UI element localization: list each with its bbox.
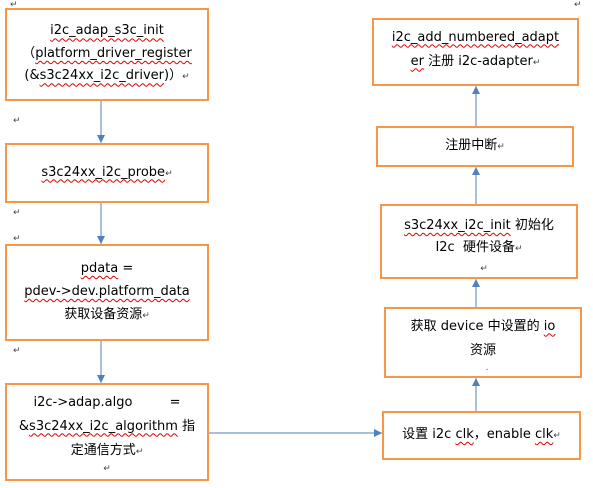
paragraph-mark: ↵	[13, 208, 21, 218]
box-i2c-add-numbered-adapter: i2c_add_numbered_adapt er 注册 i2c-adapter…	[372, 18, 579, 86]
argument: s3c24xx_i2c_driver	[39, 68, 164, 84]
description: 初始化	[510, 218, 554, 233]
description: 注册 i2c-adapter	[423, 53, 533, 69]
clk-word: clk	[455, 427, 474, 442]
description: 指	[177, 418, 196, 434]
expression: pdev->dev.platform_data	[24, 284, 190, 299]
paragraph-mark: ↵	[165, 168, 173, 179]
description: 资源	[469, 342, 496, 358]
paren: (&	[24, 68, 40, 84]
description: I2c 硬件设备	[435, 240, 515, 255]
description: 设置 i2c	[402, 427, 456, 442]
paragraph-mark: ↵	[103, 464, 111, 474]
box-platform-data: pdata = pdev->dev.platform_data 获取设备资源↵	[5, 244, 209, 341]
description: 定通信方式	[70, 442, 136, 458]
paragraph-mark: ↵	[13, 346, 21, 356]
box-line: pdev->dev.platform_data	[24, 280, 190, 303]
paragraph-mark: ↵	[182, 72, 190, 83]
paragraph-mark: ↵	[514, 244, 523, 254]
box-line: s3c24xx_i2c_init 初始化	[404, 215, 554, 237]
paren: )）	[164, 68, 183, 84]
description: ，enable	[473, 427, 535, 442]
function-name: s3c24xx_i2c_init	[404, 218, 511, 233]
box-line: &s3c24xx_i2c_algorithm 指	[19, 415, 195, 439]
function-name-tail: er	[410, 53, 424, 69]
paragraph-mark: ↵	[574, 0, 582, 10]
trailing-dot: .	[485, 363, 489, 373]
function-name: i2c_adap_s3c_init	[50, 23, 164, 39]
description: 获取 device 中设置的	[410, 318, 544, 334]
box-line: 定通信方式↵	[71, 439, 144, 464]
box-line: s3c24xx_i2c_probe↵	[41, 162, 172, 185]
box-line: i2c->adap.algo =	[33, 391, 180, 415]
assignment: i2c->adap.algo =	[33, 394, 181, 410]
box-line: i2c_adap_s3c_init	[50, 20, 164, 43]
box-line: 设置 i2c clk，enable clk↵	[402, 424, 561, 447]
box-s3c24xx-i2c-probe: s3c24xx_i2c_probe↵	[5, 143, 209, 203]
algorithm-name: s3c24xx_i2c_algorithm	[29, 418, 178, 434]
box-line: （platform_driver_register	[22, 43, 192, 66]
paragraph-mark: ↵	[553, 431, 561, 441]
paragraph-mark: ↵	[13, 234, 21, 244]
box-line: 获取设备资源↵	[64, 303, 150, 328]
function-name: s3c24xx_i2c_probe	[41, 164, 166, 180]
box-i2c-adap-s3c-init: i2c_adap_s3c_init （platform_driver_regis…	[5, 8, 209, 101]
box-line: 注册中断↵	[445, 135, 505, 158]
io-word: io	[543, 318, 556, 334]
function-name: i2c_add_numbered_adapt	[391, 29, 560, 45]
function-call: platform_driver_register	[35, 45, 192, 61]
paragraph-mark: ↵	[13, 116, 21, 126]
paragraph-mark: ↵	[135, 446, 144, 457]
equals-sign: =	[118, 261, 134, 276]
box-line: (&s3c24xx_i2c_driver)）↵	[24, 65, 189, 89]
box-line: I2c 硬件设备↵	[435, 237, 522, 260]
box-register-interrupt: 注册中断↵	[376, 126, 574, 167]
description: 获取设备资源	[64, 307, 143, 322]
box-set-i2c-clk: 设置 i2c clk，enable clk↵	[382, 411, 581, 460]
box-line: pdata =	[81, 257, 134, 280]
paragraph-mark: ↵	[10, 0, 18, 10]
paragraph-mark: ↵	[142, 311, 150, 321]
paren: （	[22, 45, 36, 61]
variable-name: pdata	[80, 261, 119, 276]
box-s3c24xx-i2c-init: s3c24xx_i2c_init 初始化 I2c 硬件设备↵ ↵	[380, 204, 578, 279]
ampersand: &	[18, 418, 30, 434]
box-line: er 注册 i2c-adapter↵	[411, 50, 541, 75]
paragraph-mark: ↵	[480, 264, 488, 274]
paragraph-mark: ↵	[497, 142, 505, 152]
box-adap-algo: i2c->adap.algo = &s3c24xx_i2c_algorithm …	[5, 383, 209, 481]
clk-word: clk	[534, 427, 554, 442]
box-line: i2c_add_numbered_adapt	[392, 26, 559, 50]
box-line: 资源	[470, 339, 496, 363]
box-line: 获取 device 中设置的 io	[411, 315, 556, 339]
paragraph-mark: ↵	[532, 57, 541, 68]
box-get-io-resource: 获取 device 中设置的 io 资源 .	[384, 307, 582, 378]
description: 注册中断	[445, 138, 498, 153]
